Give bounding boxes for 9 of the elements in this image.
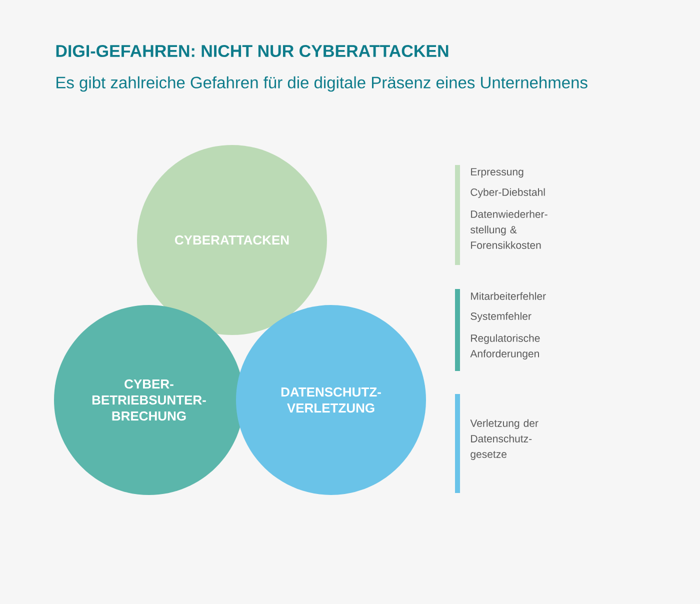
legend-text: Mitarbeiterfehler [471, 292, 546, 300]
legend-text: Cyber-Diebstahl [470, 188, 545, 198]
legend-text: Systemfehler [470, 312, 532, 322]
legend-text: Erpressung [471, 168, 524, 178]
title: DIGI-GEFAHREN: NICHT NUR CYBERATTACKEN [56, 44, 448, 58]
legend-text: Datenwiederher-stellung & Forensikkosten [470, 210, 548, 249]
legend-text: Regulatorische Anforderungen [470, 334, 540, 360]
subtitle: Es gibt zahlreiche Gefahren für die digitale Präsenz eines Unternehmens [56, 76, 588, 92]
legend-text: Verletzung der Datenschutz-gesetze [470, 419, 538, 460]
